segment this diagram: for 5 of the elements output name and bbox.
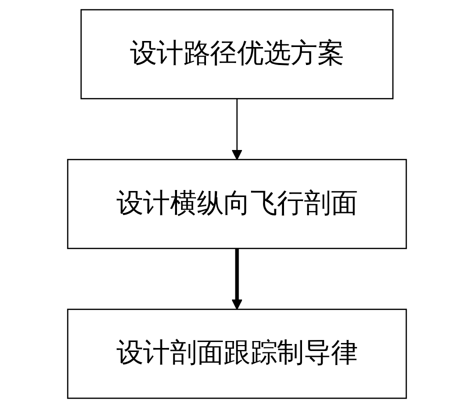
arrow [232, 98, 242, 160]
node-box: 设计横纵向飞行剖面 [67, 158, 407, 250]
arrow [232, 248, 242, 310]
node-box: 设计剖面跟踪制导律 [67, 308, 407, 399]
node-box: 设计路径优选方案 [80, 9, 394, 100]
